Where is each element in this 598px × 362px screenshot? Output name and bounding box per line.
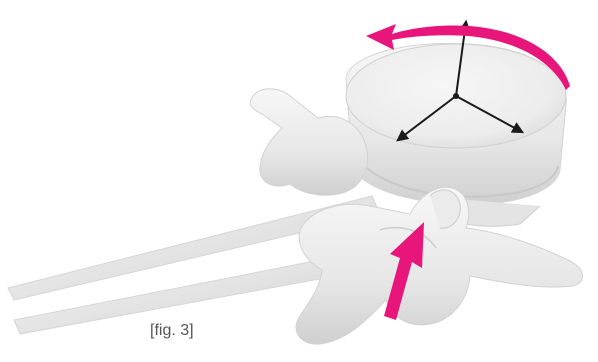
figure-caption: [fig. 3]: [150, 322, 194, 340]
posterior-arch: [296, 187, 582, 344]
